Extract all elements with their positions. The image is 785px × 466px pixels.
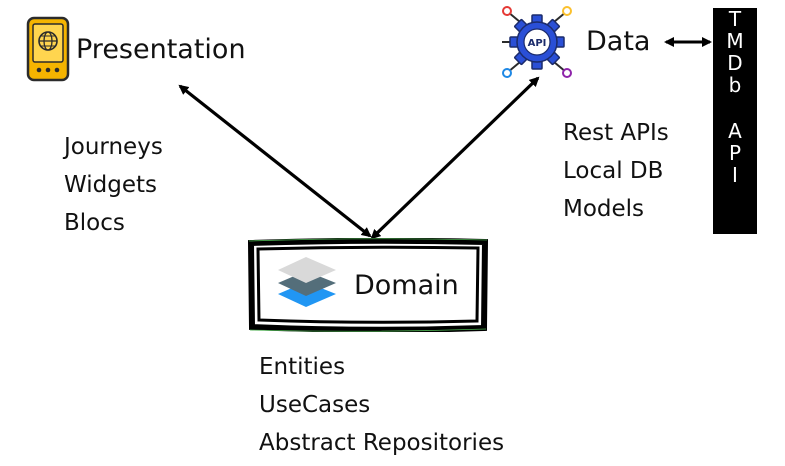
data-items: Rest APIs Local DB Models <box>563 114 669 228</box>
arrow-presentation-domain <box>178 84 372 238</box>
tmdb-letter: A <box>728 119 742 143</box>
list-item: Abstract Repositories <box>259 430 505 456</box>
api-gear-icon: API <box>502 6 572 78</box>
list-item: Local DB <box>563 158 664 184</box>
domain-items: Entities UseCases Abstract Repositories <box>259 348 504 462</box>
arrow-data-domain <box>370 76 540 240</box>
layers-icon <box>278 257 336 307</box>
tmdb-letter: D <box>727 51 743 75</box>
domain-box <box>248 238 488 332</box>
domain-title: Domain <box>354 270 459 301</box>
list-item: Models <box>563 196 645 222</box>
mobile-globe-icon <box>26 16 70 82</box>
list-item: Widgets <box>64 172 157 198</box>
tmdb-letter: P <box>728 141 742 165</box>
list-item: Rest APIs <box>563 120 669 146</box>
presentation-title: Presentation <box>76 34 246 65</box>
presentation-items: Journeys Widgets Blocs <box>64 128 163 242</box>
tmdb-letter: T <box>728 7 742 31</box>
api-icon-label: API <box>528 38 547 49</box>
list-item: UseCases <box>259 392 371 418</box>
tmdb-letter: I <box>732 163 738 187</box>
tmdb-api-bar: T M D b A P I <box>713 8 757 234</box>
list-item: Blocs <box>64 210 125 236</box>
list-item: Journeys <box>64 134 163 160</box>
list-item: Entities <box>259 354 346 380</box>
tmdb-letter: b <box>728 73 742 97</box>
tmdb-letter: M <box>726 29 744 53</box>
data-title: Data <box>586 26 651 57</box>
